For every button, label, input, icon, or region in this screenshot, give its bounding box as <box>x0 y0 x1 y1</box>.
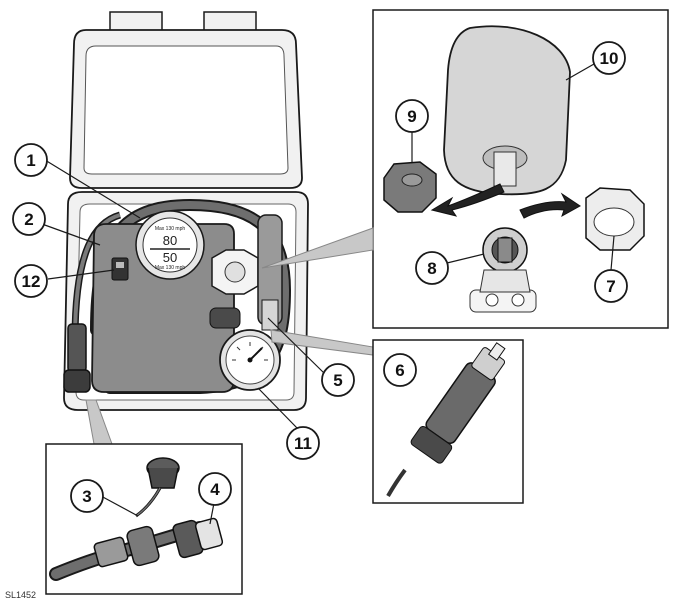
callout-7-label: 7 <box>606 277 615 296</box>
callout-3: 3 <box>70 479 104 513</box>
remove-arrow-right <box>519 192 581 219</box>
callout-5: 5 <box>321 363 355 397</box>
power-switch-rocker <box>116 262 124 268</box>
pressure-gauge <box>219 329 281 391</box>
remove-arrow-left <box>430 183 505 217</box>
valve-nut <box>93 536 129 568</box>
callout-5-label: 5 <box>333 371 342 390</box>
leader-1 <box>44 159 141 219</box>
callout-6: 6 <box>383 353 417 387</box>
speed-label-top-caption: Max 130 mph <box>155 226 186 232</box>
leader-5 <box>267 317 326 375</box>
valve-stem <box>194 517 224 551</box>
callout-9-label: 9 <box>407 107 416 126</box>
bottle-cap-removed <box>383 161 437 213</box>
leader-lines <box>41 63 615 525</box>
dust-cap <box>135 457 180 518</box>
callout-7: 7 <box>594 269 628 303</box>
leader-4 <box>209 502 215 525</box>
leader-10 <box>565 63 595 81</box>
callout-8: 8 <box>415 251 449 285</box>
leader-8 <box>446 253 485 264</box>
bottle-neck <box>493 151 517 187</box>
callout-10: 10 <box>592 41 626 75</box>
speed-label-top-value: 80 <box>163 233 177 248</box>
detail-power-plug <box>270 329 524 504</box>
callout-6-label: 6 <box>395 361 404 380</box>
inflation-kit-case: Max 130 mph 80 50 Max 130 mph <box>63 11 309 411</box>
callout-9: 9 <box>395 99 429 133</box>
hose-end-connector <box>67 323 87 373</box>
callout-3-label: 3 <box>82 487 91 506</box>
speed-limit-label: Max 130 mph 80 50 Max 130 mph <box>135 210 205 280</box>
valve-body <box>126 525 160 567</box>
leader-12 <box>47 269 115 280</box>
leader-2 <box>41 223 101 246</box>
callout-2-label: 2 <box>24 210 33 229</box>
power-cable-inner <box>73 213 121 341</box>
speed-label-bottom-value: 50 <box>163 250 177 265</box>
callout-2: 2 <box>12 202 46 236</box>
plug-cable <box>386 468 407 497</box>
sealant-bottle <box>443 25 571 196</box>
callout-1: 1 <box>14 143 48 177</box>
power-plug <box>410 342 506 464</box>
tube-connector <box>261 299 279 331</box>
adapter-cap <box>585 187 645 251</box>
leader-7 <box>610 235 615 271</box>
leader-3 <box>100 495 139 517</box>
power-switch <box>111 257 129 281</box>
callout-10-label: 10 <box>600 49 619 68</box>
sealant-cap-on-case <box>209 249 259 329</box>
figure-id: SL1452 <box>5 590 36 600</box>
callout-12: 12 <box>14 264 48 298</box>
callout-1-label: 1 <box>26 151 35 170</box>
callout-4-label: 4 <box>210 480 220 499</box>
leader-11 <box>257 387 299 430</box>
callout-4: 4 <box>198 472 232 506</box>
bottle-valve <box>469 227 537 313</box>
callout-11: 11 <box>286 426 320 460</box>
callout-11-label: 11 <box>294 434 312 453</box>
detail-pointer <box>261 227 374 269</box>
callout-8-label: 8 <box>427 259 436 278</box>
callout-12-label: 12 <box>22 272 41 291</box>
case-lid-inner <box>83 45 289 175</box>
speed-label-bottom-caption: Max 130 mph <box>155 265 186 271</box>
detail-hose-connector <box>45 399 243 595</box>
gauge-needle <box>249 347 263 361</box>
